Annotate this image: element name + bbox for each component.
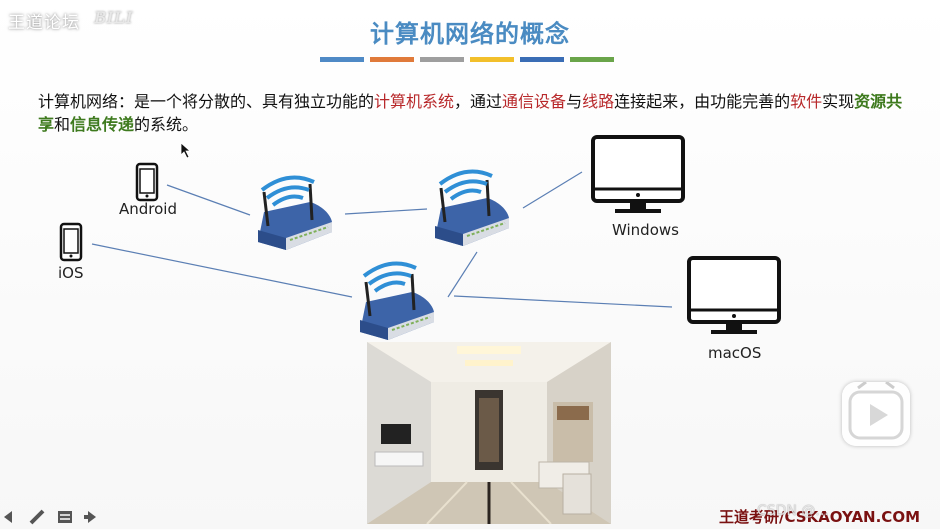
definition-text: 实现 xyxy=(822,92,855,111)
definition-text: 和 xyxy=(54,115,71,134)
bilibili-play-button[interactable] xyxy=(842,380,910,446)
network-links xyxy=(91,171,673,308)
keyword-comm-device: 通信设备 xyxy=(502,92,567,111)
router-icon xyxy=(256,182,334,252)
interior-photo xyxy=(367,342,611,524)
monitor-icon-windows xyxy=(591,135,685,215)
watermark: 王道考研/CSKAOYAN.COM xyxy=(719,508,920,526)
arrow-right-icon[interactable] xyxy=(84,508,102,526)
watermark-overlay: CSDN @... xyxy=(757,503,829,519)
keyword-software: 软件 xyxy=(790,92,823,111)
interior-illustration xyxy=(367,342,611,524)
label-android: Android xyxy=(119,200,177,218)
slide-toolbar xyxy=(0,505,102,529)
color-segment xyxy=(420,57,464,62)
keyword-line: 线路 xyxy=(582,92,615,111)
definition-text: ，通过 xyxy=(454,92,503,111)
link-android-router xyxy=(166,184,251,216)
link-router-macos xyxy=(453,295,673,308)
monitor-icon-macos xyxy=(687,256,781,336)
label-macos: macOS xyxy=(708,344,762,362)
color-segment xyxy=(370,57,414,62)
slide-title: 计算机网络的概念 xyxy=(370,20,570,48)
play-icon xyxy=(848,380,904,440)
color-segment xyxy=(470,57,514,62)
wifi-icon xyxy=(362,261,418,293)
pen-icon[interactable] xyxy=(28,508,46,526)
link-router-router2 xyxy=(447,251,478,298)
definition-text: 与 xyxy=(566,92,583,111)
color-segment xyxy=(520,57,564,62)
label-windows: Windows xyxy=(612,221,679,239)
link-router-windows xyxy=(522,171,583,209)
color-segment xyxy=(570,57,614,62)
label-ios: iOS xyxy=(58,264,84,282)
definition-text: 计算机网络：是一个将分散的、具有独立功能的 xyxy=(38,92,375,111)
logo-script: ʙɪʟɪ xyxy=(94,4,133,29)
link-ios-router xyxy=(91,243,353,298)
definition-text: 连接起来，由功能完善的 xyxy=(614,92,791,111)
mouse-cursor-icon xyxy=(181,143,192,159)
menu-icon[interactable] xyxy=(56,508,74,526)
wifi-icon xyxy=(260,175,316,207)
phone-icon-ios xyxy=(59,222,83,262)
keyword-computer-system: 计算机系统 xyxy=(374,92,455,111)
color-segment xyxy=(320,57,364,62)
phone-icon-android xyxy=(135,162,159,202)
title-color-bar xyxy=(320,57,614,62)
wifi-icon xyxy=(438,169,494,201)
definition-paragraph: 计算机网络：是一个将分散的、具有独立功能的计算机系统，通过通信设备与线路连接起来… xyxy=(38,90,908,136)
definition-text: 的系统。 xyxy=(134,115,199,134)
keyword-resource-sharing: 资源共享 xyxy=(38,92,903,134)
arrow-left-icon[interactable] xyxy=(0,508,18,526)
keyword-info-transfer: 信息传递 xyxy=(70,115,135,134)
forum-logo: 王道论坛 xyxy=(8,13,80,33)
link-router-router xyxy=(344,208,428,215)
